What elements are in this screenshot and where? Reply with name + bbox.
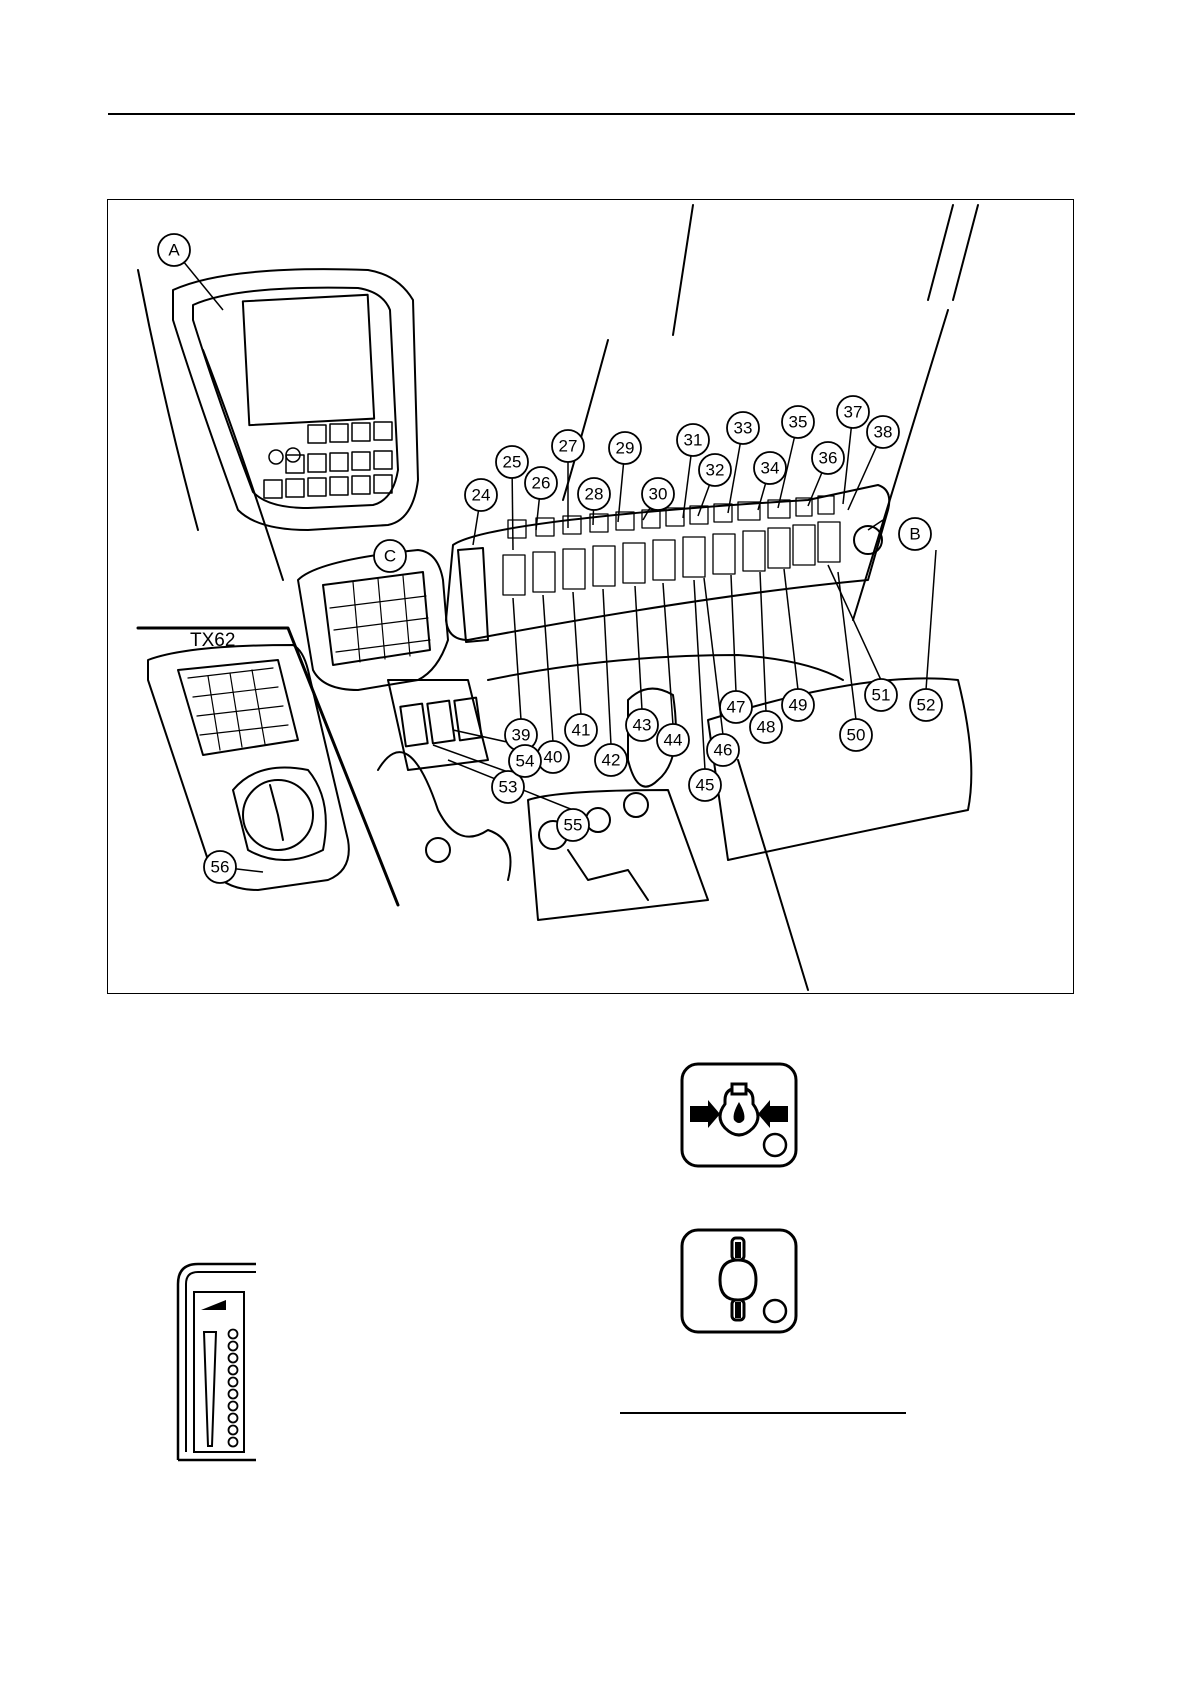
callout-a: A bbox=[168, 241, 180, 260]
cab-controls-illustration: A B C 24 25 26 27 28 29 30 31 32 33 34 3… bbox=[108, 200, 1074, 994]
model-label: TX62 bbox=[190, 630, 235, 651]
callout-b: B bbox=[909, 525, 920, 544]
callout-56: 56 bbox=[211, 858, 230, 877]
callout-48: 48 bbox=[757, 718, 776, 737]
header-rule bbox=[108, 113, 1075, 115]
callout-37: 37 bbox=[844, 403, 863, 422]
callout-29: 29 bbox=[616, 439, 635, 458]
callout-45: 45 bbox=[696, 776, 715, 795]
callout-51: 51 bbox=[872, 686, 891, 705]
callout-27: 27 bbox=[559, 437, 578, 456]
callout-54: 54 bbox=[516, 752, 535, 771]
callout-35: 35 bbox=[789, 413, 808, 432]
center-switch-panel bbox=[298, 550, 488, 770]
callout-44: 44 bbox=[664, 731, 683, 750]
oil-pressure-icon bbox=[680, 1062, 798, 1168]
callout-40: 40 bbox=[544, 748, 563, 767]
callout-34: 34 bbox=[761, 459, 780, 478]
callout-32: 32 bbox=[706, 461, 725, 480]
callout-50: 50 bbox=[847, 726, 866, 745]
display-unit bbox=[173, 269, 418, 530]
callout-25: 25 bbox=[503, 453, 522, 472]
fuel-level-gauge-icon bbox=[176, 1262, 258, 1464]
section-rule bbox=[620, 1412, 906, 1414]
callout-46: 46 bbox=[714, 741, 733, 760]
callout-26: 26 bbox=[532, 474, 551, 493]
callout-c: C bbox=[384, 547, 396, 566]
callout-52: 52 bbox=[917, 696, 936, 715]
callout-43: 43 bbox=[633, 716, 652, 735]
callout-39: 39 bbox=[512, 726, 531, 745]
callout-41: 41 bbox=[572, 721, 591, 740]
callout-53: 53 bbox=[499, 778, 518, 797]
callout-55: 55 bbox=[564, 816, 583, 835]
callout-31: 31 bbox=[684, 431, 703, 450]
callout-33: 33 bbox=[734, 419, 753, 438]
callout-24: 24 bbox=[472, 486, 491, 505]
callout-36: 36 bbox=[819, 449, 838, 468]
callout-30: 30 bbox=[649, 485, 668, 504]
cab-controls-figure: A B C 24 25 26 27 28 29 30 31 32 33 34 3… bbox=[107, 199, 1074, 994]
tx62-panel bbox=[148, 645, 349, 890]
callout-38: 38 bbox=[874, 423, 893, 442]
callout-49: 49 bbox=[789, 696, 808, 715]
coolant-temperature-icon bbox=[680, 1228, 798, 1334]
callout-47: 47 bbox=[727, 698, 746, 717]
callout-42: 42 bbox=[602, 751, 621, 770]
callout-28: 28 bbox=[585, 485, 604, 504]
